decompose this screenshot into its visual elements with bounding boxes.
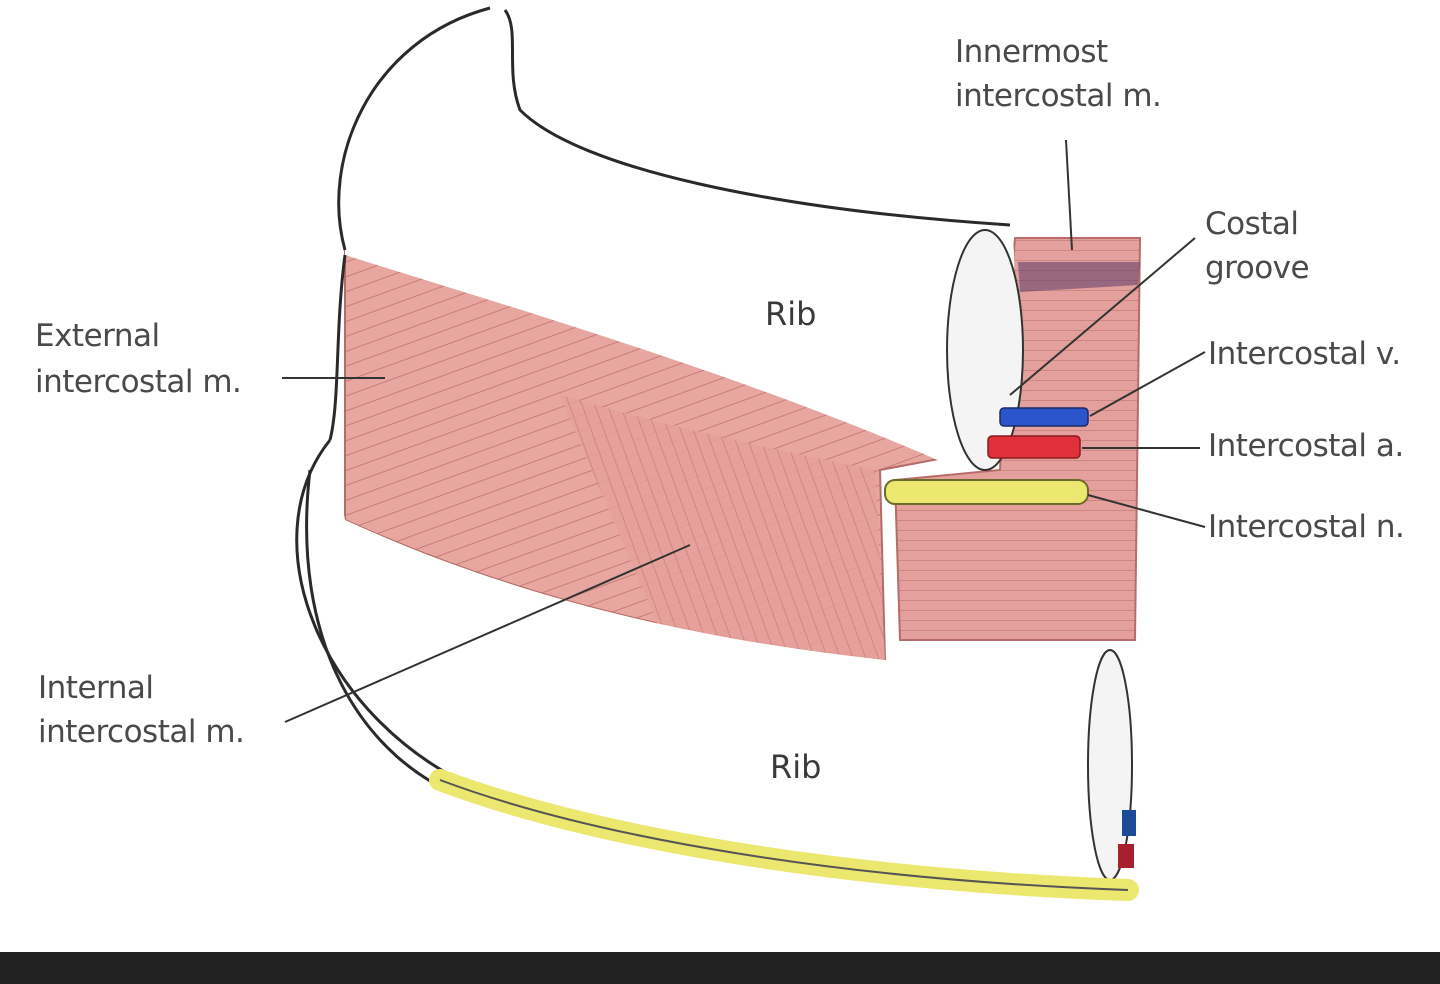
label-internal-line2: intercostal m.: [38, 714, 244, 750]
label-costal-groove-line1: Costal: [1205, 206, 1299, 242]
lower-rib-inner-outline: [305, 469, 471, 802]
lower-vein-stub: [1122, 810, 1136, 836]
leader-intercostal-n: [1087, 494, 1206, 528]
intercostal-artery: [987, 435, 1081, 459]
label-rib-upper: Rib: [765, 295, 816, 333]
label-rib-lower: Rib: [770, 748, 821, 786]
label-internal-line1: Internal: [38, 670, 153, 706]
lower-rib-bone: [296, 440, 1125, 880]
upper-rib-bone: [338, 8, 1015, 470]
upper-rib-outline: [337, 6, 1011, 251]
label-costal-groove-line2: groove: [1205, 250, 1309, 286]
label-innermost-line1: Innermost: [955, 34, 1108, 70]
intercostal-nerve: [884, 479, 1089, 505]
leader-innermost: [1065, 139, 1073, 251]
internal-intercostal-muscle: [560, 395, 885, 660]
label-intercostal-a: Intercostal a.: [1208, 428, 1404, 464]
lower-artery-stub: [1118, 844, 1134, 868]
label-external-line2: intercostal m.: [35, 364, 241, 400]
leader-costal-groove: [1009, 237, 1196, 396]
label-intercostal-n: Intercostal n.: [1208, 509, 1404, 545]
label-intercostal-v: Intercostal v.: [1208, 336, 1401, 372]
intercostal-vein: [999, 407, 1089, 427]
label-external-line1: External: [35, 318, 160, 354]
label-innermost-line2: intercostal m.: [955, 78, 1161, 114]
bottom-dark-bar: [0, 952, 1440, 984]
lower-collateral-nerve-outline: [439, 779, 1129, 891]
leader-intercostal-v: [1089, 351, 1206, 417]
upper-rib-cut-end: [946, 229, 1024, 471]
external-muscle-left-edge: [328, 254, 347, 441]
innermost-muscle-top-band: [1018, 262, 1140, 292]
leader-internal: [284, 544, 691, 723]
